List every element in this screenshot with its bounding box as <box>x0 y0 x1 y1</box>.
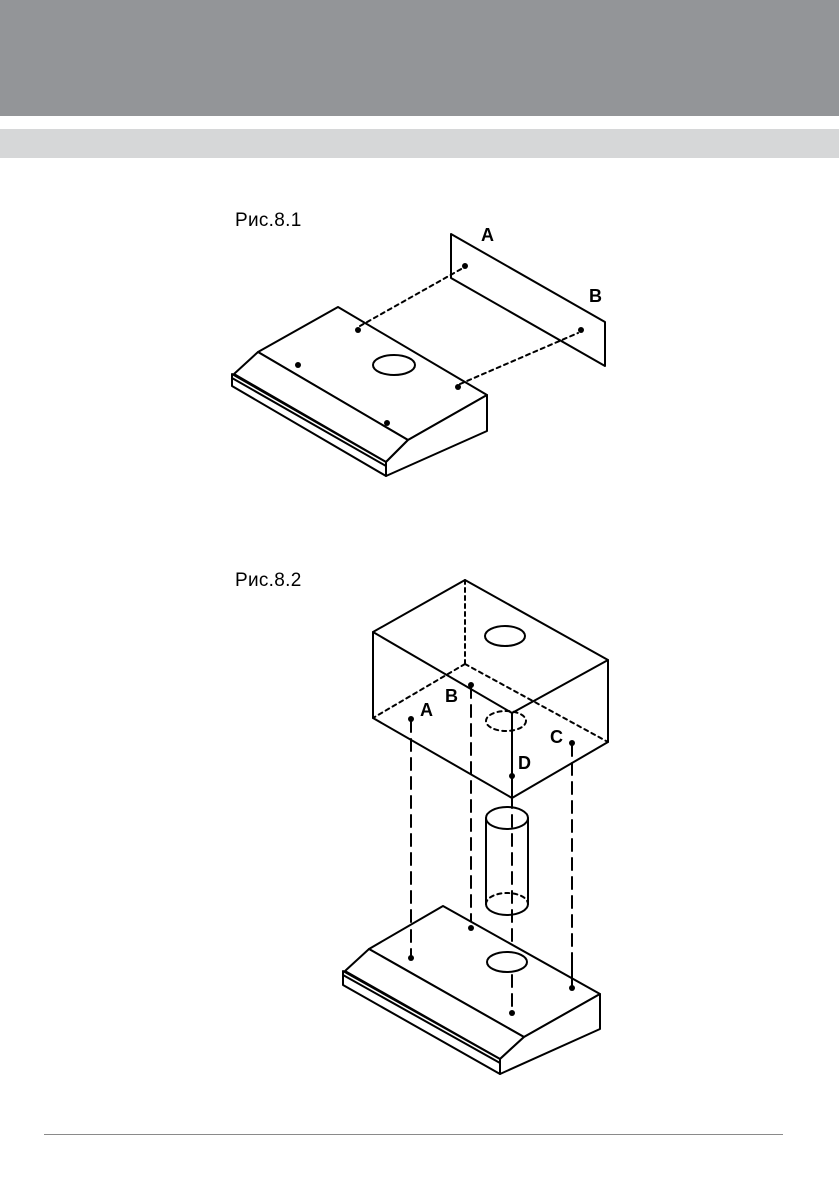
figure-8-2-label-c: C <box>550 727 563 747</box>
figure-8-2-hood <box>343 906 600 1074</box>
figure-8-1-label-a: A <box>481 225 494 245</box>
figure-8-2-label-d: D <box>518 753 531 773</box>
figure-8-1-label-b: B <box>589 286 602 306</box>
footer-rule <box>44 1134 783 1135</box>
figure-8-2-label-a: A <box>420 700 433 720</box>
figure-8-2-label-b: B <box>445 686 458 706</box>
figure-8-1-wall-plate <box>451 234 605 366</box>
figure-8-2-duct-pipe <box>486 807 528 915</box>
